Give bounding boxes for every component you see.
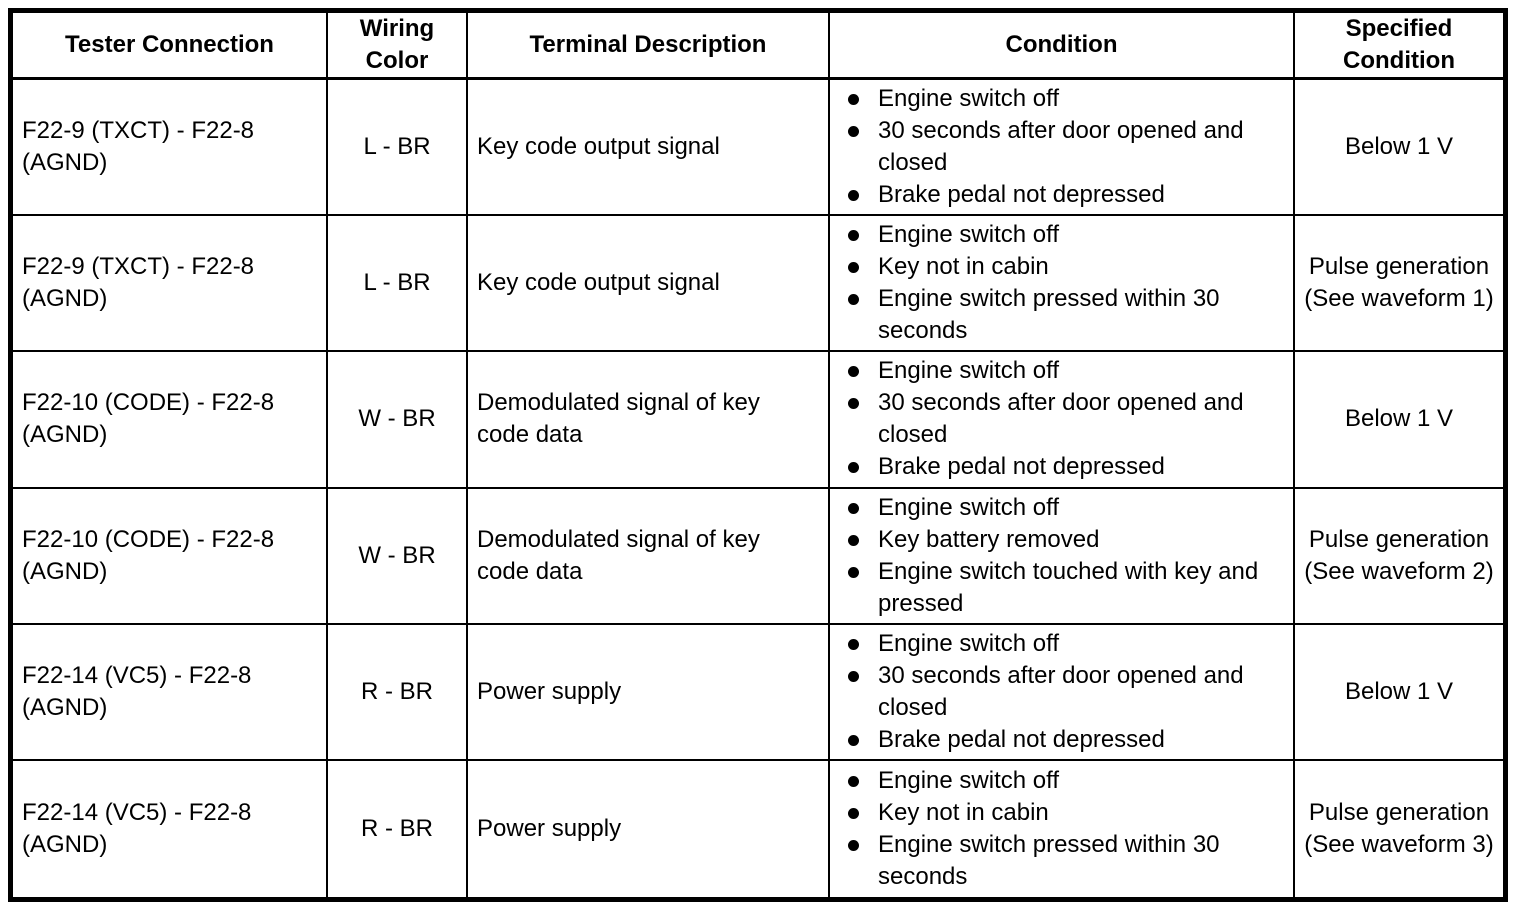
- wiring-color-cell: L - BR: [328, 80, 468, 217]
- bullet-icon: [848, 638, 859, 650]
- condition-item: Engine switch touched with key and press…: [848, 556, 1287, 620]
- condition-text: Engine switch off: [878, 629, 1059, 657]
- bullet-icon: [848, 294, 859, 306]
- terminal-description-cell: Power supply: [468, 760, 830, 897]
- bullet-icon: [848, 230, 859, 242]
- wiring-color-cell: L - BR: [328, 216, 468, 353]
- bullet-icon: [848, 807, 859, 819]
- specified-condition-cell: Pulse generation (See waveform 3): [1304, 798, 1494, 858]
- condition-text: 30 seconds after door opened and closed: [878, 117, 1244, 177]
- condition-text: Key battery removed: [878, 525, 1100, 553]
- condition-cell: Engine switch off Key battery removed En…: [830, 488, 1295, 625]
- condition-item: 30 seconds after door opened and closed: [848, 660, 1287, 724]
- tester-connection-cell: F22-9 (TXCT) - F22-8 (AGND): [13, 80, 328, 217]
- terminal-description-cell: Key code output signal: [468, 80, 830, 217]
- condition-list: Engine switch off Key not in cabin Engin…: [848, 765, 1287, 893]
- specified-condition-cell: Below 1 V: [1295, 80, 1503, 217]
- condition-text: Brake pedal not depressed: [878, 453, 1165, 481]
- condition-text: 30 seconds after door opened and closed: [878, 389, 1244, 449]
- header-tester-connection: Tester Connection: [13, 13, 328, 80]
- condition-text: Engine switch pressed within 30 seconds: [878, 830, 1220, 890]
- condition-text: Engine switch off: [878, 357, 1059, 385]
- condition-item: 30 seconds after door opened and closed: [848, 387, 1287, 451]
- condition-text: 30 seconds after door opened and closed: [878, 661, 1244, 721]
- bullet-icon: [848, 398, 859, 410]
- bullet-icon: [848, 502, 859, 514]
- tester-connection-cell: F22-10 (CODE) - F22-8 (AGND): [13, 352, 328, 489]
- condition-text: Key not in cabin: [878, 798, 1049, 826]
- condition-item: Key not in cabin: [848, 251, 1287, 283]
- condition-item: Engine switch off: [848, 492, 1287, 524]
- condition-item: Engine switch off: [848, 83, 1287, 115]
- specified-condition-cell: Pulse generation (See waveform 1): [1295, 216, 1503, 353]
- condition-text: Key not in cabin: [878, 253, 1049, 281]
- bullet-icon: [848, 734, 859, 746]
- bullet-icon: [848, 775, 859, 787]
- tester-connection-cell: F22-9 (TXCT) - F22-8 (AGND): [13, 216, 328, 353]
- condition-cell: Engine switch off 30 seconds after door …: [830, 80, 1295, 217]
- condition-item: Key not in cabin: [848, 797, 1287, 829]
- terminal-inspection-table: Tester Connection Wiring Color Terminal …: [8, 8, 1508, 902]
- specified-condition-cell: Pulse generation (See waveform 2): [1295, 489, 1503, 625]
- header-specified-condition: Specified Condition: [1295, 13, 1503, 80]
- bullet-icon: [848, 190, 859, 202]
- terminal-description-cell: Demodulated signal of key code data: [468, 352, 830, 489]
- condition-item: Brake pedal not depressed: [848, 724, 1287, 756]
- condition-text: Engine switch off: [878, 85, 1059, 113]
- condition-list: Engine switch off Key not in cabin Engin…: [848, 219, 1287, 347]
- condition-cell: Engine switch off Key not in cabin Engin…: [830, 216, 1295, 353]
- condition-list: Engine switch off 30 seconds after door …: [848, 628, 1287, 756]
- condition-cell: Engine switch off 30 seconds after door …: [830, 624, 1295, 761]
- bullet-icon: [848, 366, 859, 378]
- wiring-color-cell: R - BR: [328, 760, 468, 897]
- condition-cell: Engine switch off 30 seconds after door …: [830, 352, 1295, 489]
- bullet-icon: [848, 534, 859, 546]
- tester-connection-cell: F22-10 (CODE) - F22-8 (AGND): [13, 488, 328, 625]
- header-terminal-description: Terminal Description: [468, 13, 830, 80]
- bullet-icon: [848, 462, 859, 474]
- condition-item: Engine switch pressed within 30 seconds: [848, 283, 1287, 347]
- condition-item: Engine switch off: [848, 628, 1287, 660]
- condition-text: Brake pedal not depressed: [878, 181, 1165, 209]
- condition-item: Engine switch off: [848, 765, 1287, 797]
- header-condition: Condition: [830, 13, 1295, 80]
- terminal-description-cell: Demodulated signal of key code data: [468, 488, 830, 625]
- condition-item: Engine switch off: [848, 355, 1287, 387]
- condition-text: Engine switch off: [878, 493, 1059, 521]
- bullet-icon: [848, 262, 859, 274]
- condition-text: Engine switch pressed within 30 seconds: [878, 285, 1220, 345]
- specified-condition-cell: Below 1 V: [1295, 352, 1503, 489]
- condition-text: Brake pedal not depressed: [878, 725, 1165, 753]
- bullet-icon: [848, 670, 859, 682]
- condition-text: Engine switch off: [878, 766, 1059, 794]
- wiring-color-cell: R - BR: [328, 624, 468, 761]
- bullet-icon: [848, 839, 859, 851]
- condition-item: Engine switch off: [848, 219, 1287, 251]
- condition-text: Engine switch off: [878, 221, 1059, 249]
- wiring-color-cell: W - BR: [328, 488, 468, 625]
- condition-item: Engine switch pressed within 30 seconds: [848, 829, 1287, 893]
- terminal-description-cell: Power supply: [468, 624, 830, 761]
- condition-text: Engine switch touched with key and press…: [878, 557, 1259, 617]
- condition-item: Brake pedal not depressed: [848, 179, 1287, 211]
- specified-condition-cell: Below 1 V: [1295, 625, 1503, 761]
- condition-list: Engine switch off 30 seconds after door …: [848, 355, 1287, 483]
- condition-list: Engine switch off Key battery removed En…: [848, 492, 1287, 620]
- bullet-icon: [848, 126, 859, 138]
- condition-item: Brake pedal not depressed: [848, 451, 1287, 483]
- condition-item: 30 seconds after door opened and closed: [848, 115, 1287, 179]
- bullet-icon: [848, 566, 859, 578]
- tester-connection-cell: F22-14 (VC5) - F22-8 (AGND): [13, 624, 328, 761]
- tester-connection-cell: F22-14 (VC5) - F22-8 (AGND): [13, 760, 328, 897]
- header-wiring-color: Wiring Color: [328, 13, 468, 80]
- terminal-description-cell: Key code output signal: [468, 216, 830, 353]
- bullet-icon: [848, 94, 859, 106]
- condition-list: Engine switch off 30 seconds after door …: [848, 83, 1287, 211]
- wiring-color-cell: W - BR: [328, 352, 468, 489]
- condition-cell: Engine switch off Key not in cabin Engin…: [830, 760, 1295, 897]
- condition-item: Key battery removed: [848, 524, 1287, 556]
